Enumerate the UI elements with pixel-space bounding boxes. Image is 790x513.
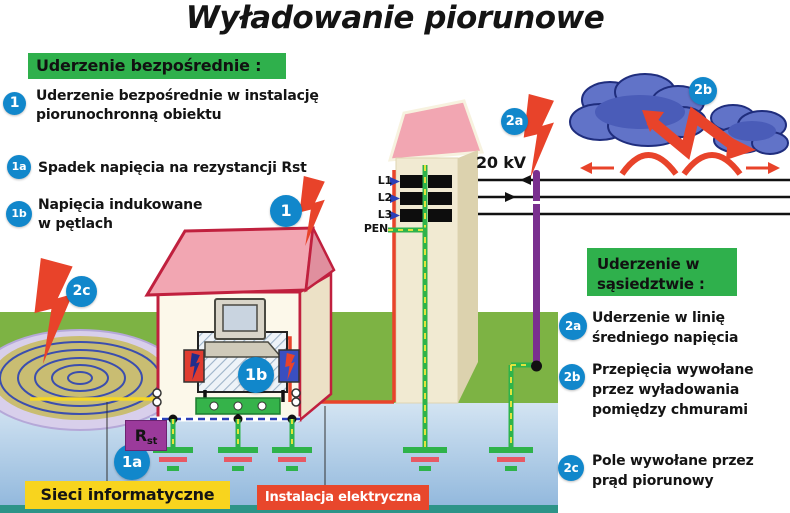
scene-badge-2c: 2c [66,276,97,307]
legend-badge-2c: 2c [558,455,584,481]
field-spiral [0,329,183,431]
resistance-symbol: R [134,426,147,445]
legend-badge-2b: 2b [559,364,585,390]
utility-pole [508,170,542,447]
legend-left-header: Uderzenie bezpośrednie : [28,53,286,79]
legend-item-direct-strike: Uderzenie bezpośrednie w instalację pior… [36,88,319,123]
scene-badge-2b: 2b [689,77,717,105]
roof-side [304,223,336,293]
field-arcs-icon [580,152,780,176]
ground-electrode [403,447,447,471]
phase-label-pen: PEN [363,222,388,235]
legend-badge-1a: 1a [7,155,31,179]
computer-icon [204,298,283,358]
ground-electrodes [153,419,533,471]
lightning-bolt-icon [523,94,554,178]
line-arrow-left-icon [520,175,531,185]
legend-item-cloud-discharge: Przepięcia wywołane przez wyładowania po… [592,362,754,418]
phase-arrow-icons [390,177,400,220]
phase-label-l3: L3 [377,208,392,221]
ground-electrode [489,447,533,471]
power-lines [452,178,790,216]
transformer-station [387,99,485,447]
scene-badge-2a: 2a [501,108,528,135]
phase-label-l2: L2 [377,191,392,204]
transformer-bushings [400,175,452,222]
scene-badge-1b: 1b [238,357,274,393]
line-arrow-right-icon [505,192,516,202]
phase-label-l1: L1 [377,174,392,187]
voltage-label: 20 kV [476,153,526,172]
resistance-subscript: st [146,436,158,447]
legend-item-voltage-drop: Spadek napięcia na rezystancji Rst [38,160,307,176]
legend-item-induced-loop: Napięcia indukowane w pętlach [38,197,203,232]
page-title: Wyładowanie piorunowe [185,0,605,36]
legend-right-header: Uderzenie w sąsiedztwie : [587,248,737,296]
scene-badge-1: 1 [270,195,302,227]
legend-badge-1: 1 [3,92,26,115]
it-networks-label: Sieci informatyczne [25,481,230,509]
wall-connector-icon [152,388,301,407]
electrical-installation-label: Instalacja elektryczna [257,485,429,510]
ground-electrode [153,419,193,471]
pole-ground-node [531,360,542,372]
earth-resistance-label: Rst [125,420,167,451]
ground-electrode [272,419,312,471]
legend-item-line-strike: Uderzenie w linię średniego napięcia [592,310,739,346]
legend-badge-1b: 1b [6,201,32,227]
storm-cloud-small [710,104,789,155]
legend-badge-2a: 2a [559,312,587,340]
legend-item-field: Pole wywołane przez prąd piorunowy [592,453,754,489]
cloud-discharge-arrow-icon [642,106,756,160]
ground-electrode [218,419,258,471]
roof [144,226,315,297]
